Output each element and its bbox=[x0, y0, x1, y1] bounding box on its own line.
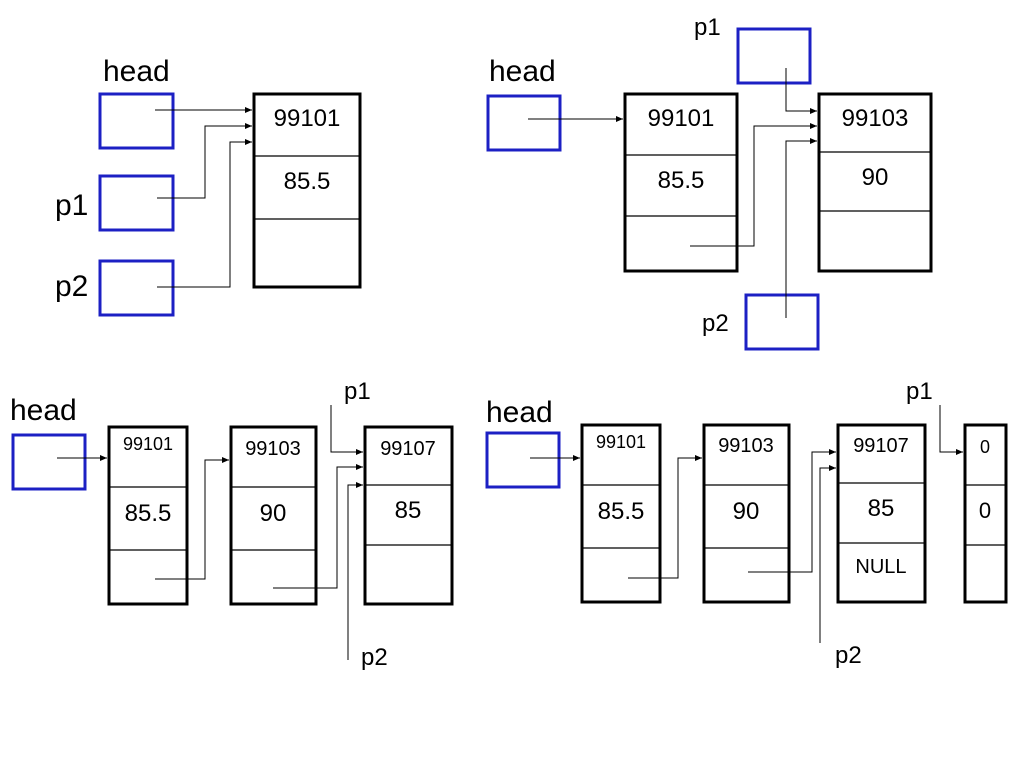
p2-arrow bbox=[347, 482, 363, 660]
list-node: 99101 85.5 bbox=[107, 425, 189, 606]
node-box bbox=[817, 92, 933, 273]
node-score: 85.5 bbox=[658, 167, 705, 194]
p1-pointer-box bbox=[736, 27, 812, 85]
node-box bbox=[836, 423, 927, 604]
head-label: head bbox=[489, 55, 556, 88]
head-pointer-box bbox=[11, 433, 87, 491]
node-box bbox=[963, 423, 1008, 604]
node-score: 85.5 bbox=[598, 498, 645, 525]
p2-pointer-box bbox=[98, 259, 175, 317]
list-node: 99101 85.5 bbox=[580, 423, 662, 604]
diagram-4: head p1 p2 99101 85.5 99103 90 99107 85 … bbox=[485, 378, 1008, 669]
node-box bbox=[580, 423, 662, 604]
next-link-arrow bbox=[273, 464, 363, 589]
node-score: 85.5 bbox=[284, 168, 331, 195]
node-num: 99103 bbox=[842, 105, 909, 132]
node-box bbox=[252, 92, 362, 289]
head-pointer-box bbox=[485, 431, 561, 489]
p2-arrow bbox=[157, 139, 252, 288]
node-box bbox=[229, 425, 318, 606]
node-box bbox=[363, 425, 454, 606]
node-num: 99101 bbox=[648, 105, 715, 132]
node-score: 90 bbox=[260, 500, 287, 527]
diagram-1: head p1 p2 99101 85.5 bbox=[55, 55, 362, 317]
list-node: 99107 85 NULL bbox=[836, 423, 927, 604]
node-num: 99107 bbox=[853, 435, 909, 457]
p1-label: p1 bbox=[906, 378, 933, 405]
node-score: 90 bbox=[862, 164, 889, 191]
p2-label: p2 bbox=[702, 310, 729, 337]
next-link-arrow bbox=[155, 457, 229, 580]
node-box bbox=[623, 92, 739, 273]
list-node: 99103 90 bbox=[817, 92, 933, 273]
node-score: 90 bbox=[733, 498, 760, 525]
node-num: 99107 bbox=[380, 438, 436, 460]
node-num: 0 bbox=[980, 437, 990, 457]
node-score: 85 bbox=[395, 497, 422, 524]
head-label: head bbox=[10, 394, 77, 427]
diagram-3: head p1 p2 99101 85.5 99103 90 99107 85 bbox=[10, 378, 454, 671]
head-label: head bbox=[486, 396, 553, 429]
p2-arrow bbox=[785, 138, 817, 318]
diagram-2: head p1 p2 99101 85.5 99103 90 bbox=[486, 14, 933, 351]
p2-arrow bbox=[819, 465, 836, 643]
node-score: 85 bbox=[868, 495, 895, 522]
head-label: head bbox=[103, 55, 170, 88]
node-next: NULL bbox=[855, 556, 906, 578]
head-pointer-box bbox=[98, 92, 175, 150]
node-num: 99103 bbox=[718, 435, 774, 457]
p1-label: p1 bbox=[694, 14, 721, 41]
p1-pointer-box bbox=[98, 174, 175, 232]
node-num: 99103 bbox=[245, 438, 301, 460]
p1-arrow bbox=[939, 405, 963, 455]
list-node: 99101 85.5 bbox=[623, 92, 739, 273]
node-num: 99101 bbox=[274, 105, 341, 132]
p1-label: p1 bbox=[55, 189, 88, 222]
node-num: 99101 bbox=[123, 434, 173, 454]
p1-arrow bbox=[157, 123, 252, 199]
node-score: 0 bbox=[979, 498, 991, 523]
p2-label: p2 bbox=[361, 644, 388, 671]
p2-label: p2 bbox=[55, 270, 88, 303]
p1-label: p1 bbox=[344, 378, 371, 405]
p1-arrow bbox=[330, 405, 363, 455]
node-score: 85.5 bbox=[125, 500, 172, 527]
next-link-arrow bbox=[690, 123, 817, 247]
list-node: 99103 90 bbox=[229, 425, 318, 606]
p1-arrow bbox=[785, 68, 817, 114]
next-link-arrow bbox=[628, 455, 702, 579]
list-node: 99107 85 bbox=[363, 425, 454, 606]
node-box bbox=[107, 425, 189, 606]
next-link-arrow bbox=[748, 449, 836, 573]
node-num: 99101 bbox=[596, 432, 646, 452]
node-box bbox=[702, 423, 791, 604]
p2-pointer-box bbox=[744, 293, 820, 351]
p2-label: p2 bbox=[835, 642, 862, 669]
head-pointer-box bbox=[486, 94, 562, 152]
list-node: 99101 85.5 bbox=[252, 92, 362, 289]
list-node: 99103 90 bbox=[702, 423, 791, 604]
list-node: 0 0 bbox=[963, 423, 1008, 604]
